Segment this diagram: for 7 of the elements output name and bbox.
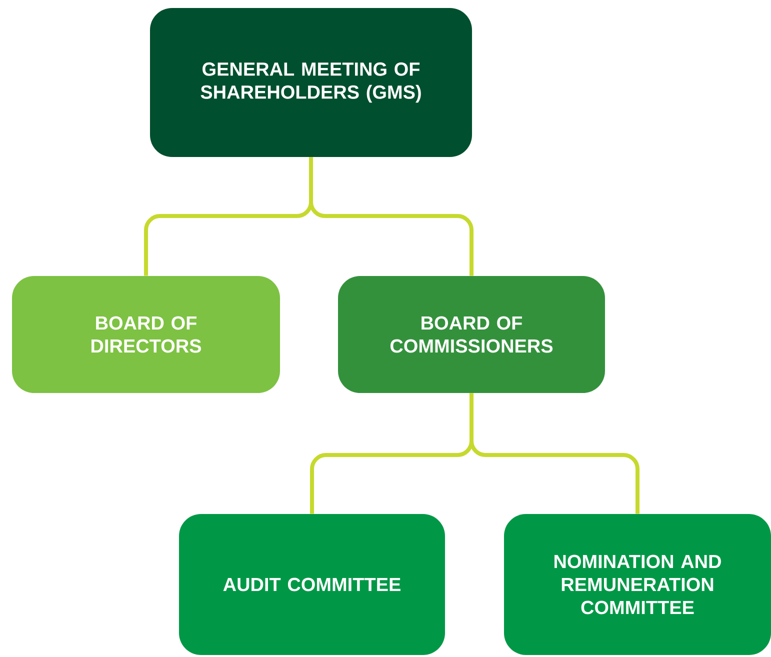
connector-line xyxy=(309,157,474,276)
org-box: AUDIT COMMITTEE xyxy=(179,514,445,655)
org-box: NOMINATION AND REMUNERATION COMMITTEE xyxy=(504,514,771,655)
org-box: GENERAL MEETING OF SHAREHOLDERS (GMS) xyxy=(150,8,472,157)
org-box: BOARD OF DIRECTORS xyxy=(12,276,280,393)
connector-line xyxy=(470,393,640,514)
org-box: BOARD OF COMMISSIONERS xyxy=(338,276,605,393)
